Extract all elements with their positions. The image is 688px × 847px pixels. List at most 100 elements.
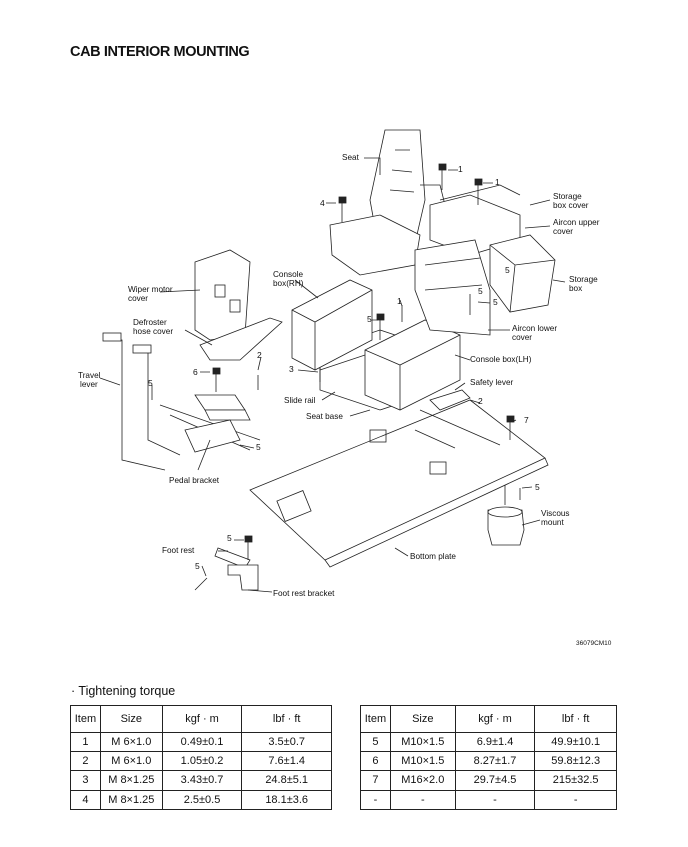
cell-kgf-m: 1.05±0.2 — [161, 751, 243, 772]
cell-lbf-ft: 59.8±12.3 — [534, 751, 617, 772]
table-row: 7 M16×2.0 29.7±4.5 215±32.5 — [360, 770, 617, 791]
cell-lbf-ft: 49.9±10.1 — [534, 731, 617, 753]
table-row: 6 M10×1.5 8.27±1.7 59.8±12.3 — [360, 751, 617, 772]
callout-wiper-motor-cover: Wiper motor — [128, 285, 173, 294]
svg-text:Aircon upper: Aircon upper — [553, 218, 600, 227]
svg-text:Wiper motor: Wiper motor — [128, 285, 173, 294]
callout-aircon-upper-cover: Aircon upper — [553, 218, 600, 227]
callout-safety-lever: Safety lever — [470, 378, 514, 387]
cell-size: - — [389, 789, 456, 810]
cell-kgf-m: 6.9±1.4 — [454, 731, 536, 753]
svg-text:cover: cover — [128, 294, 148, 303]
callout-seat-base: Seat base — [306, 412, 343, 421]
cell-size: M10×1.5 — [389, 731, 456, 753]
item-number-2: 2 — [478, 396, 483, 406]
travel-lever-shape — [110, 339, 181, 471]
cell-size: M10×1.5 — [389, 751, 456, 772]
callout-foot-rest-bracket: Foot rest bracket — [273, 589, 335, 598]
cell-kgf-m: - — [454, 789, 536, 810]
svg-text:box cover: box cover — [553, 201, 589, 210]
callout-travel-lever-2: lever — [80, 380, 98, 389]
item-number-5: 5 — [256, 442, 261, 452]
cell-lbf-ft: 24.8±5.1 — [241, 770, 332, 791]
cell-lbf-ft: - — [534, 789, 617, 810]
svg-text:cover: cover — [553, 227, 573, 236]
section-label: · Tightening torque — [71, 684, 176, 698]
svg-text:lever: lever — [80, 380, 98, 389]
cell-kgf-m: 29.7±4.5 — [454, 770, 536, 791]
cell-lbf-ft: 7.6±1.4 — [241, 751, 332, 772]
cell-size: M 8×1.25 — [99, 789, 163, 810]
header-kgf-m: kgf · m — [454, 705, 536, 733]
item-number-1: 1 — [458, 164, 463, 174]
callout-storage-box-cover: Storage — [553, 192, 582, 201]
cell-item: 7 — [360, 770, 391, 791]
torque-table-left: Item Size kgf · m lbf · ft 1 M 6×1.0 0.4… — [70, 705, 332, 810]
cell-item: 4 — [70, 789, 101, 810]
console-lh-shape — [364, 319, 461, 411]
callout-viscous-mount: Viscous — [541, 509, 570, 518]
item-number-2: 2 — [257, 350, 262, 360]
item-number-3: 3 — [289, 364, 294, 374]
callout-console-box-rh-2: box(RH) — [273, 279, 304, 288]
table-row: - - - - — [360, 789, 617, 810]
callout-foot-rest: Foot rest — [162, 546, 195, 555]
svg-text:Storage: Storage — [553, 192, 582, 201]
cell-item: 3 — [70, 770, 101, 791]
viscous-mount-shape — [487, 509, 525, 546]
cell-item: 5 — [360, 731, 391, 753]
cell-size: M 8×1.25 — [99, 770, 163, 791]
cell-kgf-m: 0.49±0.1 — [161, 731, 243, 753]
svg-text:Travel: Travel — [78, 371, 101, 380]
item-number-5: 5 — [493, 297, 498, 307]
item-number-7: 7 — [524, 415, 529, 425]
table-row: 5 M10×1.5 6.9±1.4 49.9±10.1 — [360, 731, 617, 753]
header-item: Item — [360, 705, 391, 733]
cell-kgf-m: 3.43±0.7 — [161, 770, 243, 791]
item-number-5: 5 — [478, 286, 483, 296]
callout-viscous-mount-2: mount — [541, 518, 564, 527]
item-number-5: 5 — [535, 482, 540, 492]
table-row: 3 M 8×1.25 3.43±0.7 24.8±5.1 — [70, 770, 332, 791]
cell-size: M 6×1.0 — [99, 731, 163, 753]
cell-kgf-m: 8.27±1.7 — [454, 751, 536, 772]
header-lbf-ft: lbf · ft — [241, 705, 332, 733]
cell-lbf-ft: 18.1±3.6 — [241, 789, 332, 810]
item-number-5: 5 — [367, 314, 372, 324]
item-number-5: 5 — [148, 378, 153, 388]
callout-aircon-lower-cover: Aircon lower — [512, 324, 557, 333]
cell-item: 6 — [360, 751, 391, 772]
callout-storage-box: Storage — [569, 275, 598, 284]
wiper-motor-cover-shape — [194, 249, 251, 341]
callout-defroster-hose-cover-2: hose cover — [133, 327, 173, 336]
cell-size: M16×2.0 — [389, 770, 456, 791]
svg-text:Storage: Storage — [569, 275, 598, 284]
svg-text:Viscous: Viscous — [541, 509, 570, 518]
item-number-6: 6 — [193, 367, 198, 377]
cell-lbf-ft: 3.5±0.7 — [241, 731, 332, 753]
storage-box-shape — [489, 234, 556, 313]
callout-wiper-motor-cover-2: cover — [128, 294, 148, 303]
callout-aircon-lower-cover-2: cover — [512, 333, 532, 342]
svg-text:box: box — [569, 284, 582, 293]
item-number-5: 5 — [227, 533, 232, 543]
svg-text:hose cover: hose cover — [133, 327, 173, 336]
header-item: Item — [70, 705, 101, 733]
exploded-assembly-diagram: Seat Storage box cover Aircon upper cove… — [78, 129, 600, 598]
table-header-row: Item Size kgf · m lbf · ft — [360, 705, 617, 733]
figure-code: 36079CM10 — [576, 640, 612, 647]
callout-defroster-hose-cover: Defroster — [133, 318, 167, 327]
header-lbf-ft: lbf · ft — [534, 705, 617, 733]
callout-storage-box-cover-2: box cover — [553, 201, 589, 210]
console-rh-shape — [291, 279, 373, 371]
callout-bottom-plate: Bottom plate — [410, 552, 456, 561]
item-number-4: 4 — [320, 198, 325, 208]
cell-item: 2 — [70, 751, 101, 772]
item-number-5: 5 — [195, 561, 200, 571]
cell-kgf-m: 2.5±0.5 — [161, 789, 243, 810]
cell-lbf-ft: 215±32.5 — [534, 770, 617, 791]
callout-storage-box-2: box — [569, 284, 582, 293]
svg-text:cover: cover — [512, 333, 532, 342]
callout-pedal-bracket: Pedal bracket — [169, 476, 220, 485]
callout-aircon-upper-cover-2: cover — [553, 227, 573, 236]
